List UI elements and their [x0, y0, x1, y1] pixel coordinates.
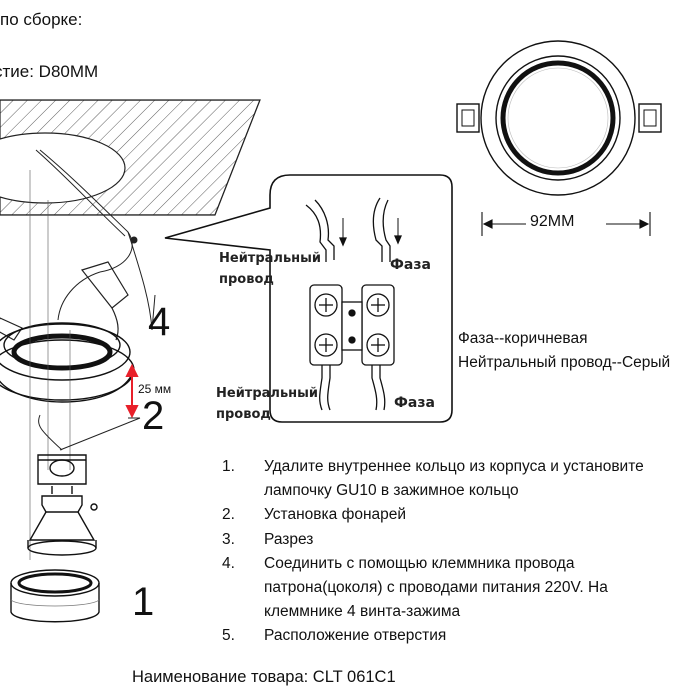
neutral-wire-label-bottom: Нейтральный провод [216, 386, 319, 422]
callout-number-1: 1 [132, 580, 155, 624]
legend-phase: Фаза--коричневая [458, 330, 588, 347]
step-text: Соединить с помощью клеммника провода па… [264, 554, 608, 621]
step-text: Установка фонарей [264, 506, 407, 524]
step-text: Расположение отверстия [264, 627, 447, 645]
step-text: Разрез [264, 530, 314, 548]
ceiling-slab [0, 99, 261, 216]
leader-lines [38, 294, 156, 451]
retaining-ring [10, 569, 100, 623]
neutral-wire-label-top: Нейтральный провод [219, 251, 322, 287]
step-item: 2. Установка фонарей [222, 503, 644, 527]
diameter-92mm-label: 92MM [530, 213, 575, 230]
step-number: 5. [222, 627, 235, 645]
diameter-dimension [481, 212, 651, 236]
top-view-fixture [456, 40, 662, 196]
assembly-guide-lines [29, 170, 71, 560]
fixture-housing [0, 322, 135, 403]
cutout-size-label: стие: D80MM [0, 62, 99, 81]
spring-clip-left [0, 317, 23, 341]
step-item: 4. Соединить с помощью клеммника провода … [222, 552, 644, 625]
step-item: 5. Расположение отверстия [222, 624, 644, 648]
wire-color-legend: Фаза--коричневая Нейтральный провод--Сер… [458, 327, 670, 375]
lamp-socket [37, 454, 87, 485]
gu10-bulb [27, 486, 98, 556]
ceiling-cutout-hole [0, 132, 126, 204]
step-text: Удалите внутреннее кольцо из корпуса и у… [264, 458, 644, 500]
step-number: 4. [222, 554, 235, 572]
page-title: по сборке: [0, 10, 83, 29]
legend-neutral: Нейтральный провод--Серый [458, 354, 671, 371]
terminal-block [309, 284, 395, 366]
assembly-steps-list: 1. Удалите внутреннее кольцо из корпуса и… [222, 455, 644, 649]
spring-clip-right [80, 261, 129, 341]
power-cable [35, 149, 153, 331]
step-number: 3. [222, 530, 235, 548]
step-item: 3. Разрез [222, 528, 644, 552]
step-number: 1. [222, 458, 235, 475]
callout-number-4: 4 [148, 300, 171, 344]
phase-wire-label-bottom: Фаза [394, 395, 435, 411]
step-item: 1. Удалите внутреннее кольцо из корпуса и… [222, 455, 644, 503]
callout-number-2: 2 [142, 394, 165, 438]
gap-arrow [125, 363, 139, 419]
gap-25mm-label: 25 мм [138, 382, 172, 396]
wire-ends-top [305, 197, 402, 262]
step-number: 2. [222, 506, 235, 524]
wire-ends-bottom [319, 365, 386, 411]
phase-wire-label-top: Фаза [390, 257, 431, 273]
product-name-label: Наименование товара: CLT 061C1 [132, 668, 396, 686]
